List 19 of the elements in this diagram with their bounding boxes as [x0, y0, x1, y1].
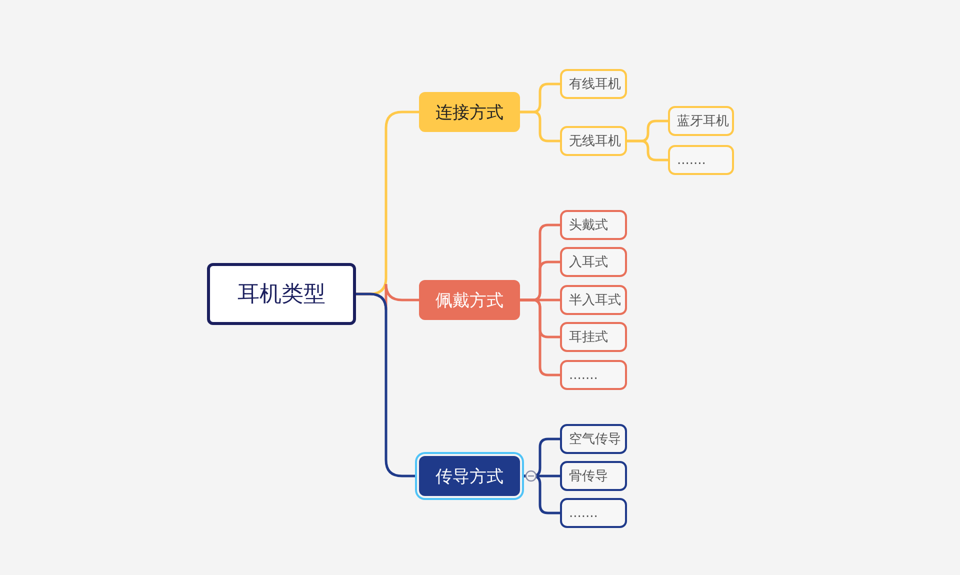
subtopic-box: ....... [668, 145, 734, 175]
subtopic-box: ....... [560, 360, 627, 390]
subtopic-box: 耳挂式 [560, 322, 627, 352]
subtopic-box: 入耳式 [560, 247, 627, 277]
subtopic-box: 有线耳机 [560, 69, 627, 99]
subtopic-box: 骨传导 [560, 461, 627, 491]
topic-box: 连接方式 [419, 92, 520, 132]
brace-connector [627, 140, 668, 162]
subtopic-box: 头戴式 [560, 210, 627, 240]
brace-connector [520, 110, 560, 142]
brace-connector [520, 298, 560, 376]
subtopic-box: 无线耳机 [560, 126, 627, 156]
subtopic-box: 蓝牙耳机 [668, 106, 734, 136]
subtopic-box: 半入耳式 [560, 285, 627, 315]
subtopic-box: ....... [560, 498, 627, 528]
selected-topic-box: 传导方式 [419, 456, 520, 496]
topic-box: 佩戴方式 [419, 280, 520, 320]
root-topic-box: 耳机类型 [207, 263, 356, 325]
subtopic-box: 空气传导 [560, 424, 627, 454]
